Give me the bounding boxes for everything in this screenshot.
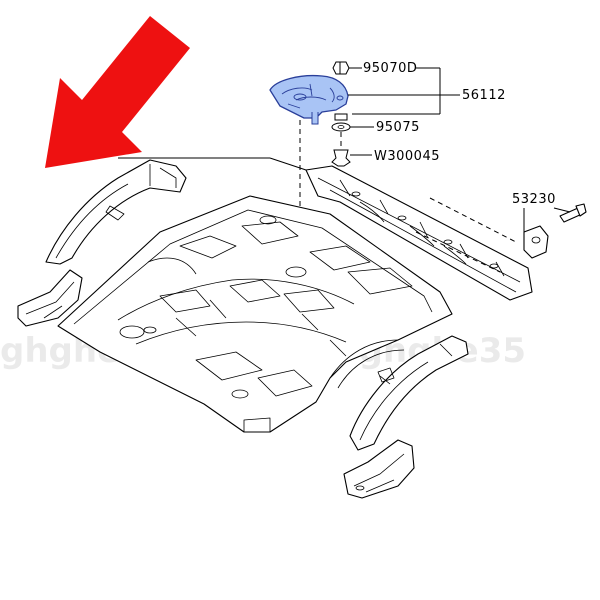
part-56112-highlighted[interactable] bbox=[269, 74, 349, 125]
bracket-53230 bbox=[523, 225, 549, 259]
left-side-rail bbox=[45, 159, 187, 265]
bolt-icon bbox=[559, 203, 587, 223]
label-95075: 95075 bbox=[350, 120, 420, 135]
left-lower-bracket bbox=[17, 269, 83, 327]
part-number-56112: 56112 bbox=[462, 88, 506, 103]
alignment-dash-53230-b bbox=[415, 231, 501, 273]
washer-icon bbox=[331, 113, 351, 132]
part-number-95070D: 95070D bbox=[363, 61, 417, 76]
right-side-rail bbox=[349, 335, 469, 451]
red-pointer-arrow-icon bbox=[45, 16, 190, 168]
right-lower-bracket bbox=[343, 439, 415, 499]
label-53230: 53230 bbox=[512, 192, 571, 232]
label-56112: 56112 bbox=[348, 88, 506, 103]
nut-icon bbox=[332, 61, 350, 75]
part-number-95075: 95075 bbox=[376, 120, 420, 135]
label-95070D: 95070D bbox=[349, 61, 441, 115]
clip-icon bbox=[331, 149, 351, 167]
label-W300045: W300045 bbox=[350, 149, 440, 164]
part-number-W300045: W300045 bbox=[374, 149, 440, 164]
alignment-dash-53230-a bbox=[429, 197, 517, 243]
leader-line-main-2 bbox=[269, 157, 307, 171]
rear-floor-pan bbox=[57, 195, 453, 433]
part-number-53230: 53230 bbox=[512, 192, 556, 207]
